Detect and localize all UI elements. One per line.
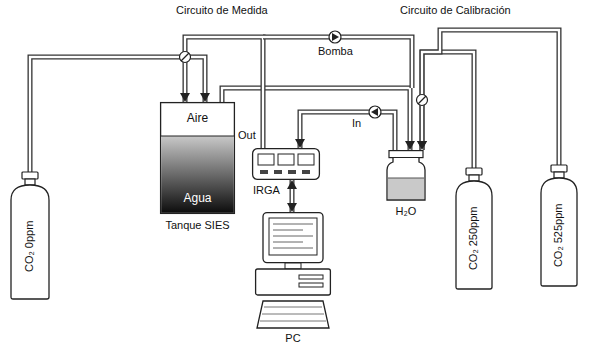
gas-analyzer-outline (252, 148, 320, 180)
node-text: Tanque SIES (165, 219, 229, 232)
pump-symbol (369, 106, 381, 118)
gas-pipe (222, 88, 415, 150)
node-text: PC (285, 332, 300, 345)
circuit-title: Circuito de Calibración (400, 4, 511, 17)
computer: PC (255, 212, 331, 330)
port-label: Out (238, 129, 256, 142)
node-text: Agua (183, 192, 211, 206)
node-text: H₂O (396, 205, 417, 218)
gas-pipe (287, 180, 297, 212)
port-label: In (352, 117, 361, 130)
tank: AireAguaTanque SIES (160, 102, 235, 214)
arrow-head (180, 93, 190, 102)
arrow-head (200, 93, 210, 102)
gas-cylinder: CO₂ 250ppm (455, 168, 493, 290)
node-text: CO₂ 0ppm (24, 221, 37, 272)
arrow-head (417, 141, 427, 150)
pump-label: Bomba (318, 45, 353, 58)
circuit-title: Circuito de Medida (176, 4, 268, 17)
pump-loop-pipe (263, 37, 412, 88)
gas-analyzer: IRGA (252, 148, 320, 180)
valve-symbol (417, 95, 428, 106)
node-text: IRGA (253, 184, 280, 197)
arrow-head (405, 141, 415, 150)
valve-symbol (180, 52, 191, 63)
pump-symbol (329, 31, 341, 43)
gas-cylinder: CO₂ 0ppm (10, 172, 50, 300)
node-text: Aire (187, 112, 208, 126)
gas-pipe (417, 52, 474, 168)
arrow-head (287, 203, 297, 212)
water-bottle-outline (385, 150, 427, 202)
gas-pipe (295, 112, 395, 150)
gas-pipe (417, 30, 559, 165)
node-text: CO₂ 250ppm (468, 207, 481, 271)
node-text: CO₂ 525ppm (553, 204, 566, 268)
water-bottle: H₂O (385, 150, 427, 202)
gas-cylinder: CO₂ 525ppm (540, 165, 578, 287)
arrow-head (287, 180, 297, 189)
arrow-head (417, 141, 427, 150)
computer-outline (255, 212, 331, 330)
arrow-head (295, 139, 305, 148)
